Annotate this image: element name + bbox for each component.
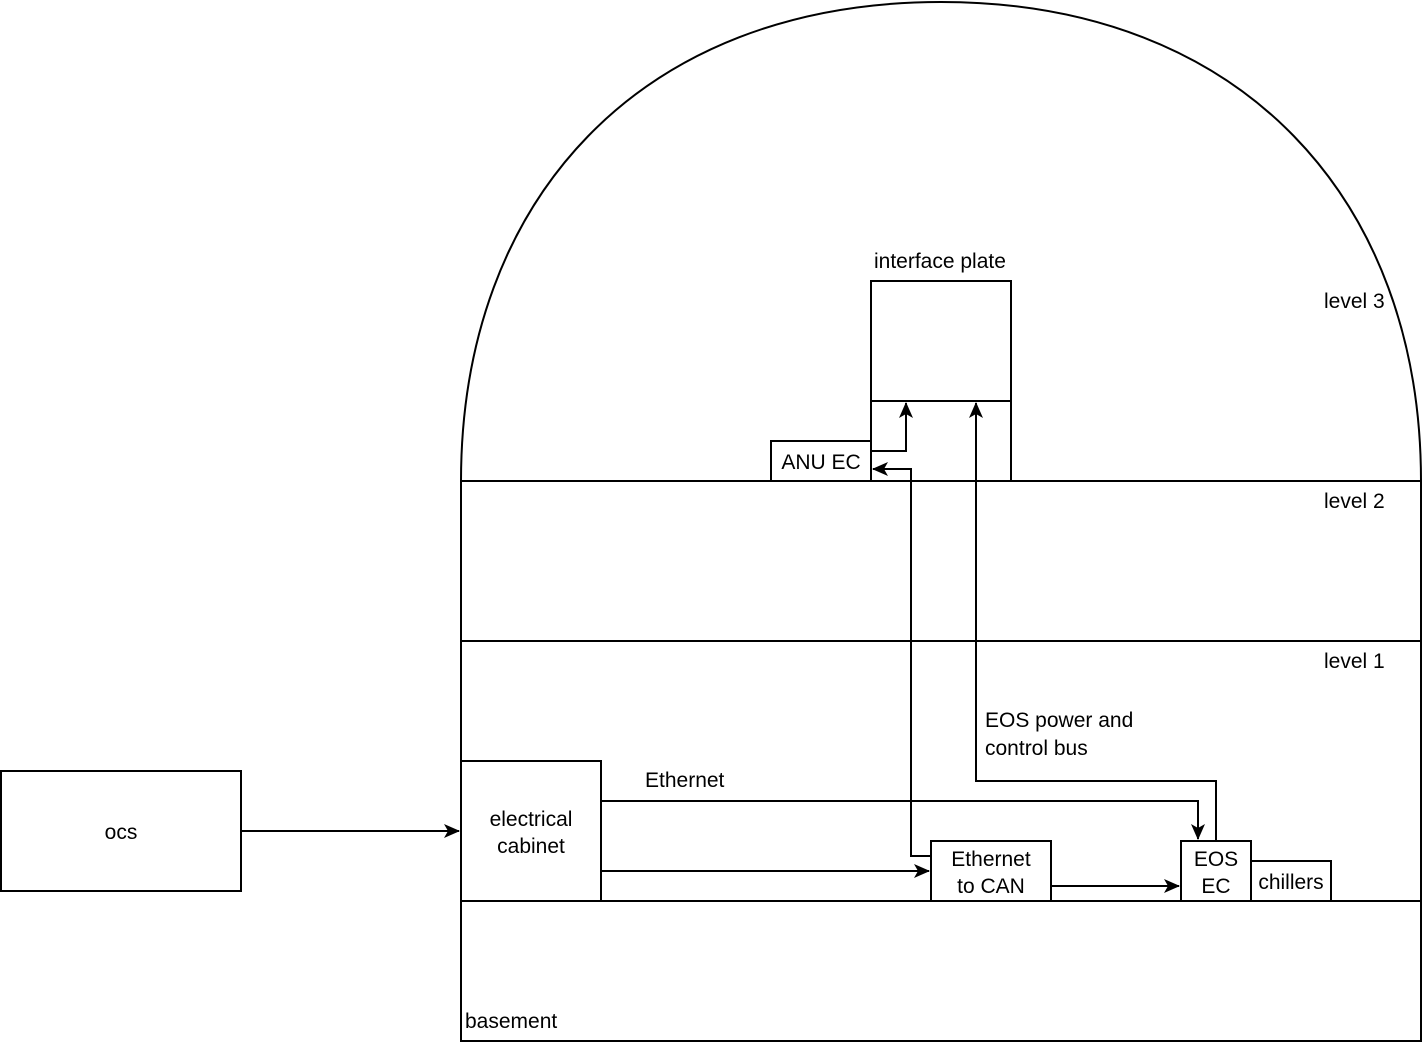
can-to-anu-arrow	[872, 462, 931, 857]
anu-ec-label: ANU EC	[781, 451, 860, 474]
ocs-label: ocs	[105, 821, 138, 844]
level2-label: level 2	[1324, 490, 1385, 513]
anu-ec-box	[770, 440, 872, 482]
ethernet-to-can-box	[930, 840, 1052, 902]
eos-ec-label-2: EC	[1201, 875, 1230, 898]
chillers-label: chillers	[1258, 871, 1323, 894]
eos-bus-arrow	[969, 402, 1217, 841]
level3-label: level 3	[1324, 290, 1385, 313]
electrical-cabinet-label-2: cabinet	[497, 835, 565, 858]
ocs-box	[0, 770, 242, 892]
eos-bus-label-1: EOS power and	[985, 709, 1133, 732]
interface-plate-label: interface plate	[874, 250, 1006, 273]
ethernet-to-can-label-1: Ethernet	[951, 848, 1031, 871]
electrical-cabinet-box	[460, 760, 602, 902]
eos-ec-label-1: EOS	[1194, 848, 1238, 871]
ethernet-label: Ethernet	[645, 769, 725, 792]
building-outline	[460, 480, 1422, 1042]
anu-to-plate-arrow	[871, 402, 913, 452]
interface-plate-box	[870, 280, 1012, 482]
chillers-box	[1250, 860, 1332, 902]
ethernet-to-can-label-2: to CAN	[957, 875, 1025, 898]
eos-bus-label-2: control bus	[985, 737, 1088, 760]
basement-label: basement	[465, 1010, 557, 1033]
level1-label: level 1	[1324, 650, 1385, 673]
electrical-cabinet-label-1: electrical	[490, 808, 573, 831]
ethernet-arrow	[601, 800, 1205, 840]
dome-outline	[460, 0, 1422, 482]
